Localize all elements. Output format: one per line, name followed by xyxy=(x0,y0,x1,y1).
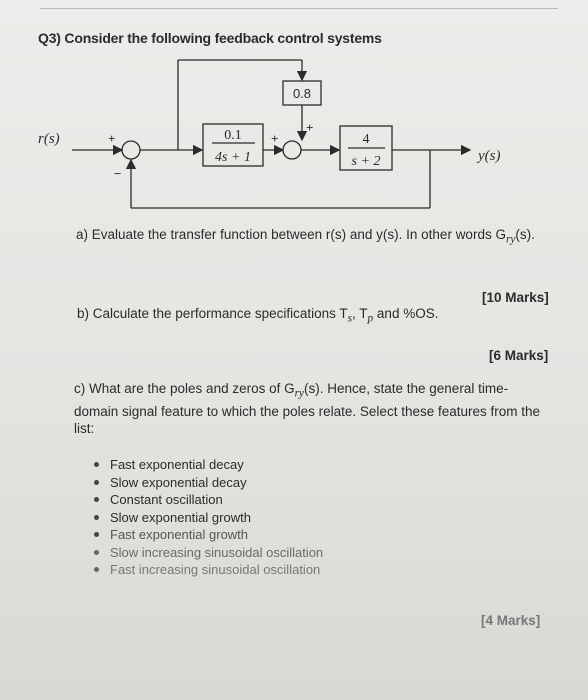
bullet-icon xyxy=(94,549,99,555)
part-b-tp-subscript: p xyxy=(367,312,374,325)
top-rule xyxy=(40,8,558,9)
block-plant-1 xyxy=(202,123,264,167)
input-label: r(s) xyxy=(38,131,60,147)
sum2-plus-top: + xyxy=(306,120,313,135)
option-label: Slow increasing sinusoidal oscillation xyxy=(110,544,324,560)
option-label: Fast increasing sinusoidal oscillation xyxy=(110,562,321,577)
part-a-tail: (s). xyxy=(515,227,535,242)
block2-denominator: s + 2 xyxy=(352,154,381,169)
part-b-text: b) Calculate the performance specificati… xyxy=(77,306,348,321)
option-label: Slow exponential growth xyxy=(110,509,251,525)
option-label: Slow exponential decay xyxy=(110,474,247,490)
list-item: Fast exponential decay xyxy=(92,457,323,473)
option-label: Fast exponential decay xyxy=(110,457,244,472)
bullet-icon xyxy=(94,479,99,485)
part-a-subscript: ry xyxy=(505,233,516,246)
block-diagram: r(s) y(s) + − + + 0.1 4s + 1 4 s + 2 0.8 xyxy=(38,59,501,209)
list-item: Slow exponential growth xyxy=(92,510,323,526)
feature-options-list: Fast exponential decay Slow exponential … xyxy=(92,457,323,580)
part-c-text1: c) What are the poles and zeros of G xyxy=(74,381,295,396)
summing-junction-2 xyxy=(282,140,302,160)
bullet-icon xyxy=(94,514,99,520)
output-label: y(s) xyxy=(476,148,501,164)
list-item: Slow increasing sinusoidal oscillation xyxy=(92,545,323,561)
block1-denominator: 4s + 1 xyxy=(215,150,251,165)
block-plant-2 xyxy=(339,125,393,171)
part-c-text2: (s). Hence, state the general time-domai… xyxy=(74,381,541,436)
block2-numerator: 4 xyxy=(363,132,370,147)
list-item: Fast increasing sinusoidal oscillation xyxy=(92,562,323,578)
question-heading: Q3) Consider the following feedback cont… xyxy=(38,30,382,46)
bullet-icon xyxy=(94,532,99,537)
list-item: Fast exponential growth xyxy=(92,527,323,543)
list-item: Constant oscillation xyxy=(92,492,323,508)
part-a-text: a) Evaluate the transfer function betwee… xyxy=(76,227,506,242)
summing-junction-1 xyxy=(121,140,141,160)
sum1-plus-sign: + xyxy=(108,131,115,146)
marks-part-a: [10 Marks] xyxy=(482,290,549,305)
list-item: Slow exponential decay xyxy=(92,475,323,491)
bullet-icon xyxy=(94,497,99,502)
part-b-mid: , T xyxy=(352,306,368,321)
marks-part-c: [4 Marks] xyxy=(481,613,541,628)
bullet-icon xyxy=(94,567,99,572)
question-part-b: b) Calculate the performance specificati… xyxy=(77,305,497,328)
marks-part-b: [6 Marks] xyxy=(489,348,549,363)
part-c-subscript: ry xyxy=(294,387,304,400)
sum2-plus-left: + xyxy=(271,131,278,146)
bullet-icon xyxy=(94,462,99,467)
option-label: Constant oscillation xyxy=(110,492,223,507)
gain-value: 0.8 xyxy=(293,86,311,101)
option-label: Fast exponential growth xyxy=(110,527,249,542)
sum1-minus-sign: − xyxy=(114,166,121,181)
block1-numerator: 0.1 xyxy=(224,128,242,143)
part-b-ts-subscript: s xyxy=(347,312,353,325)
part-b-tail: and %OS. xyxy=(373,306,439,321)
question-part-a: a) Evaluate the transfer function betwee… xyxy=(76,226,546,249)
question-part-c: c) What are the poles and zeros of Gry(s… xyxy=(74,380,552,437)
